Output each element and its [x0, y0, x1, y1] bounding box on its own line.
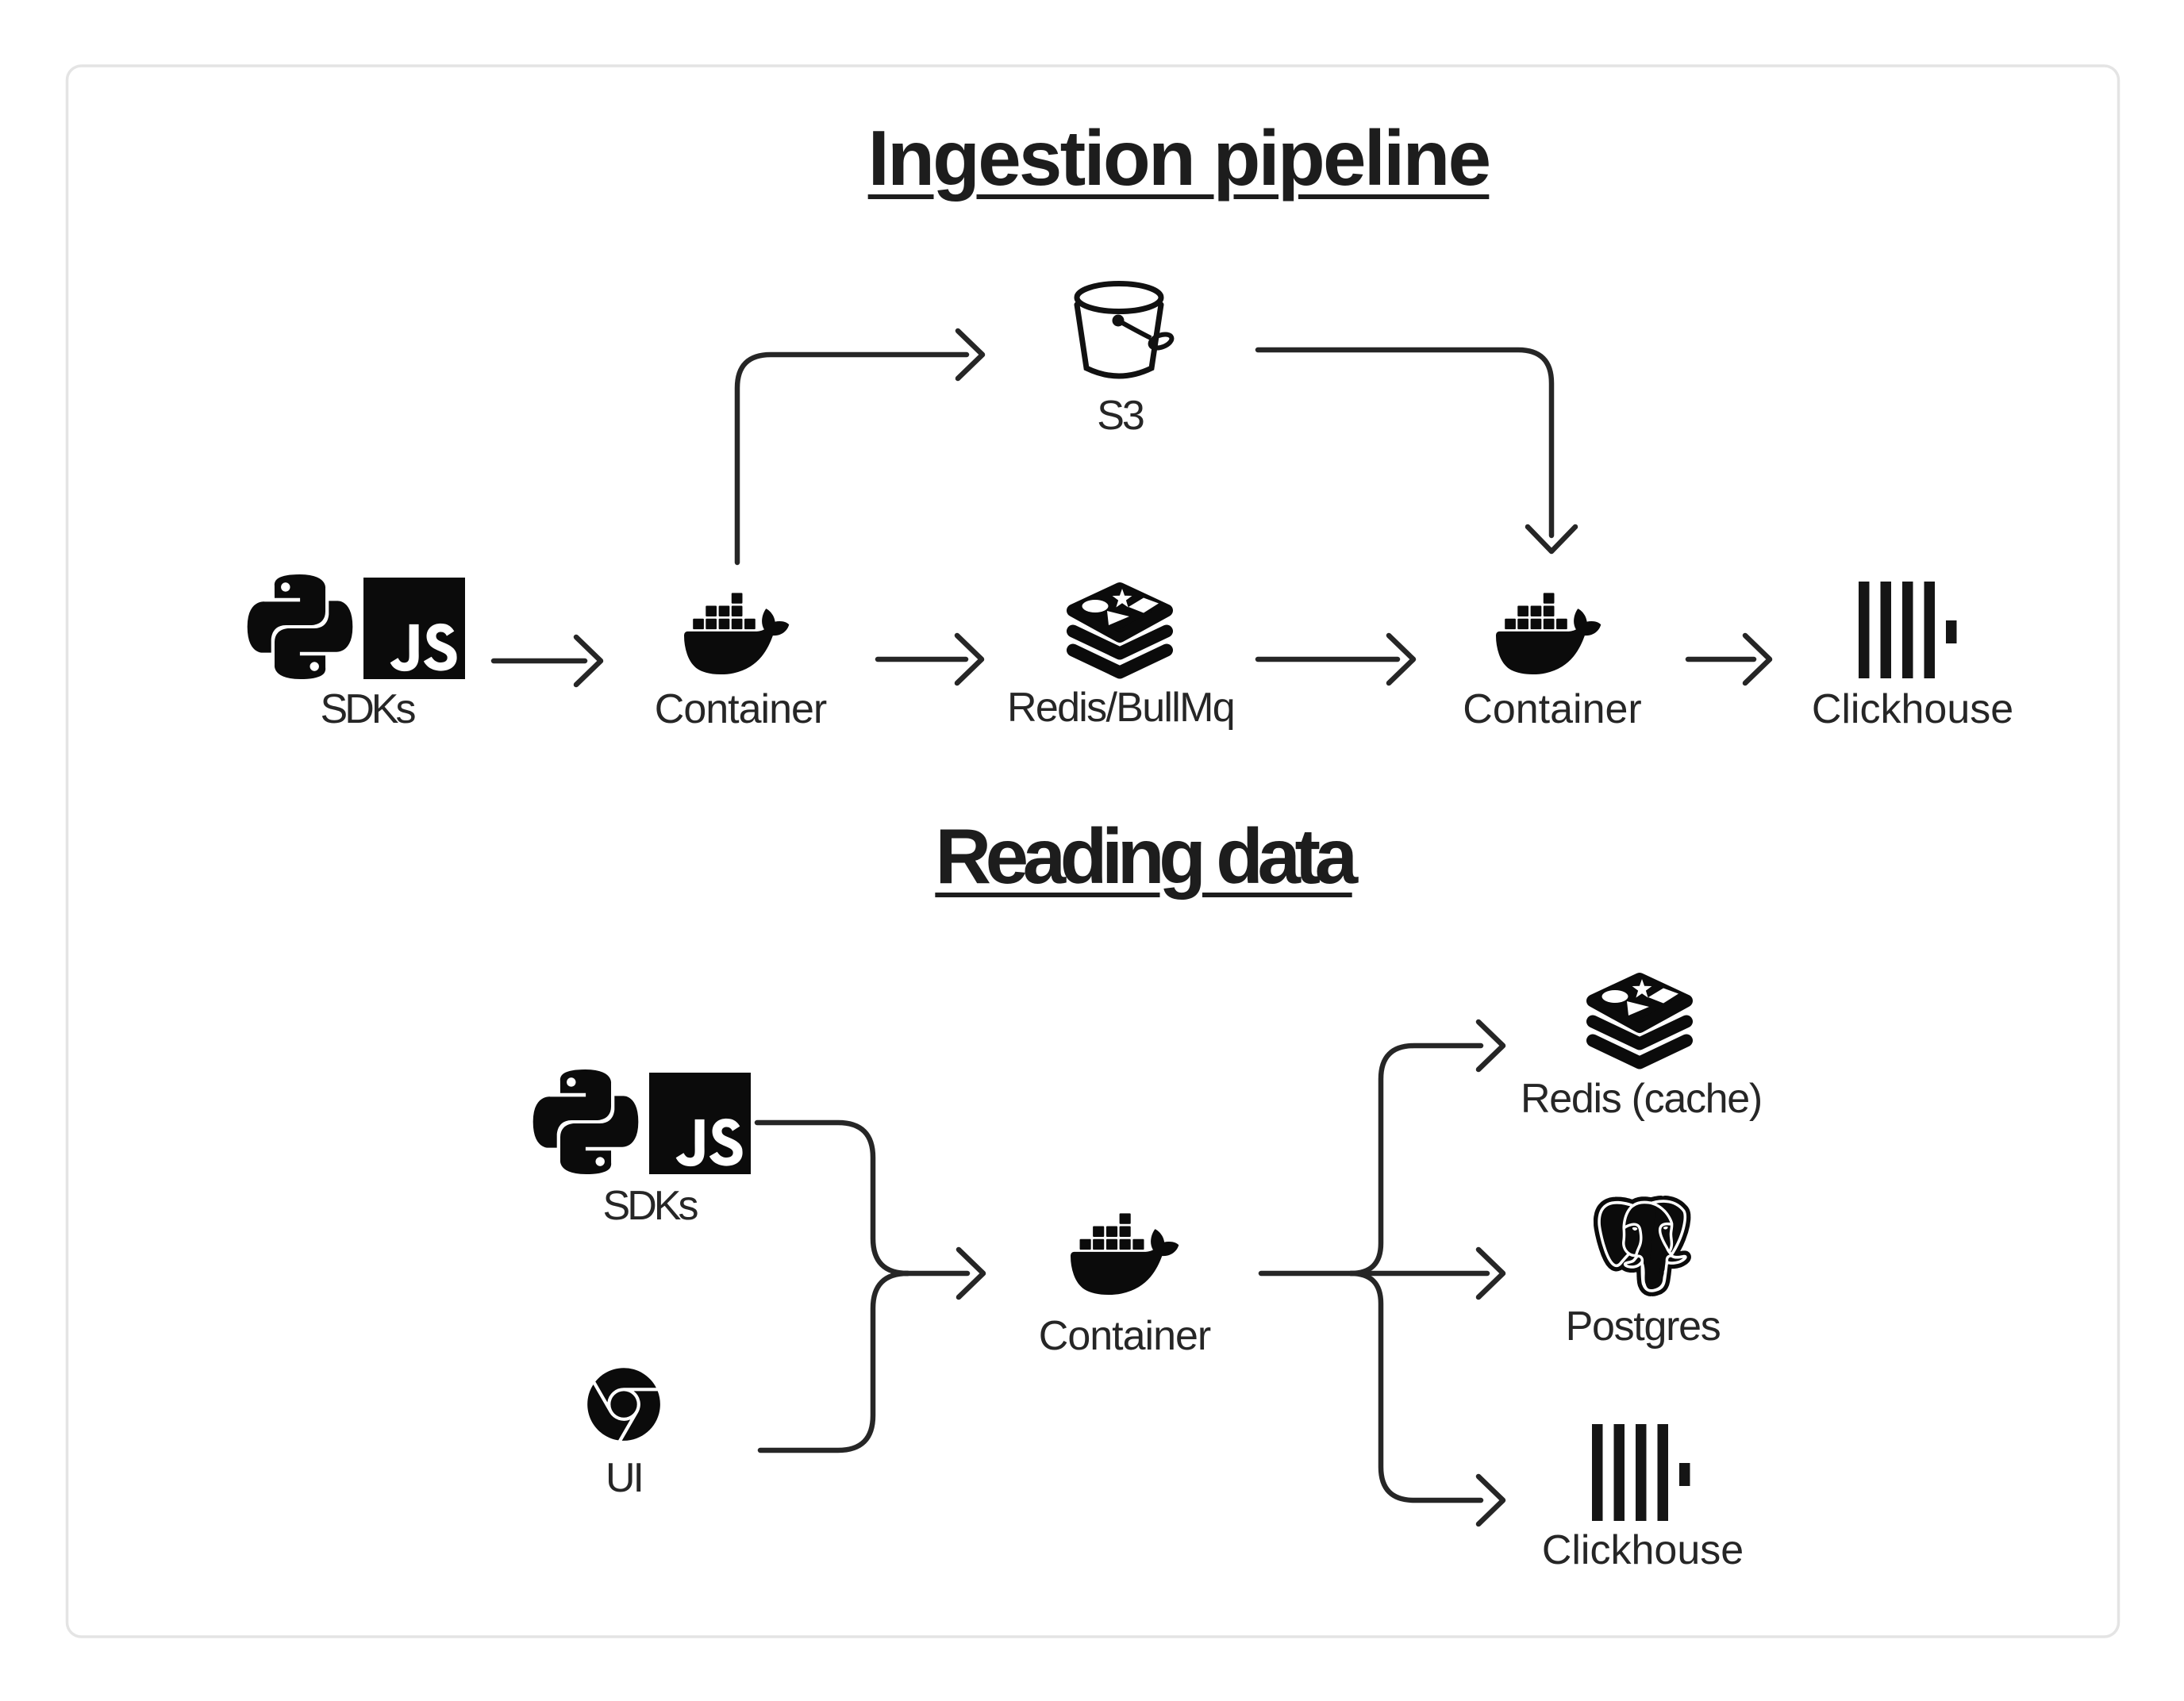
- svg-text:Clickhouse: Clickhouse: [1542, 1527, 1744, 1573]
- svg-text:Clickhouse: Clickhouse: [1812, 686, 2013, 732]
- svg-text:SDKs: SDKs: [321, 686, 416, 732]
- svg-text:SDKs: SDKs: [603, 1183, 698, 1229]
- svg-text:Container: Container: [1039, 1313, 1211, 1359]
- svg-text:Redis/BullMq: Redis/BullMq: [1007, 685, 1234, 731]
- svg-text:Container: Container: [655, 686, 827, 732]
- svg-text:Postgres: Postgres: [1566, 1304, 1721, 1350]
- svg-text:Container: Container: [1463, 686, 1641, 732]
- svg-text:UI: UI: [606, 1455, 642, 1501]
- svg-text:S3: S3: [1097, 393, 1144, 439]
- svg-text:Redis (cache): Redis (cache): [1521, 1076, 1762, 1122]
